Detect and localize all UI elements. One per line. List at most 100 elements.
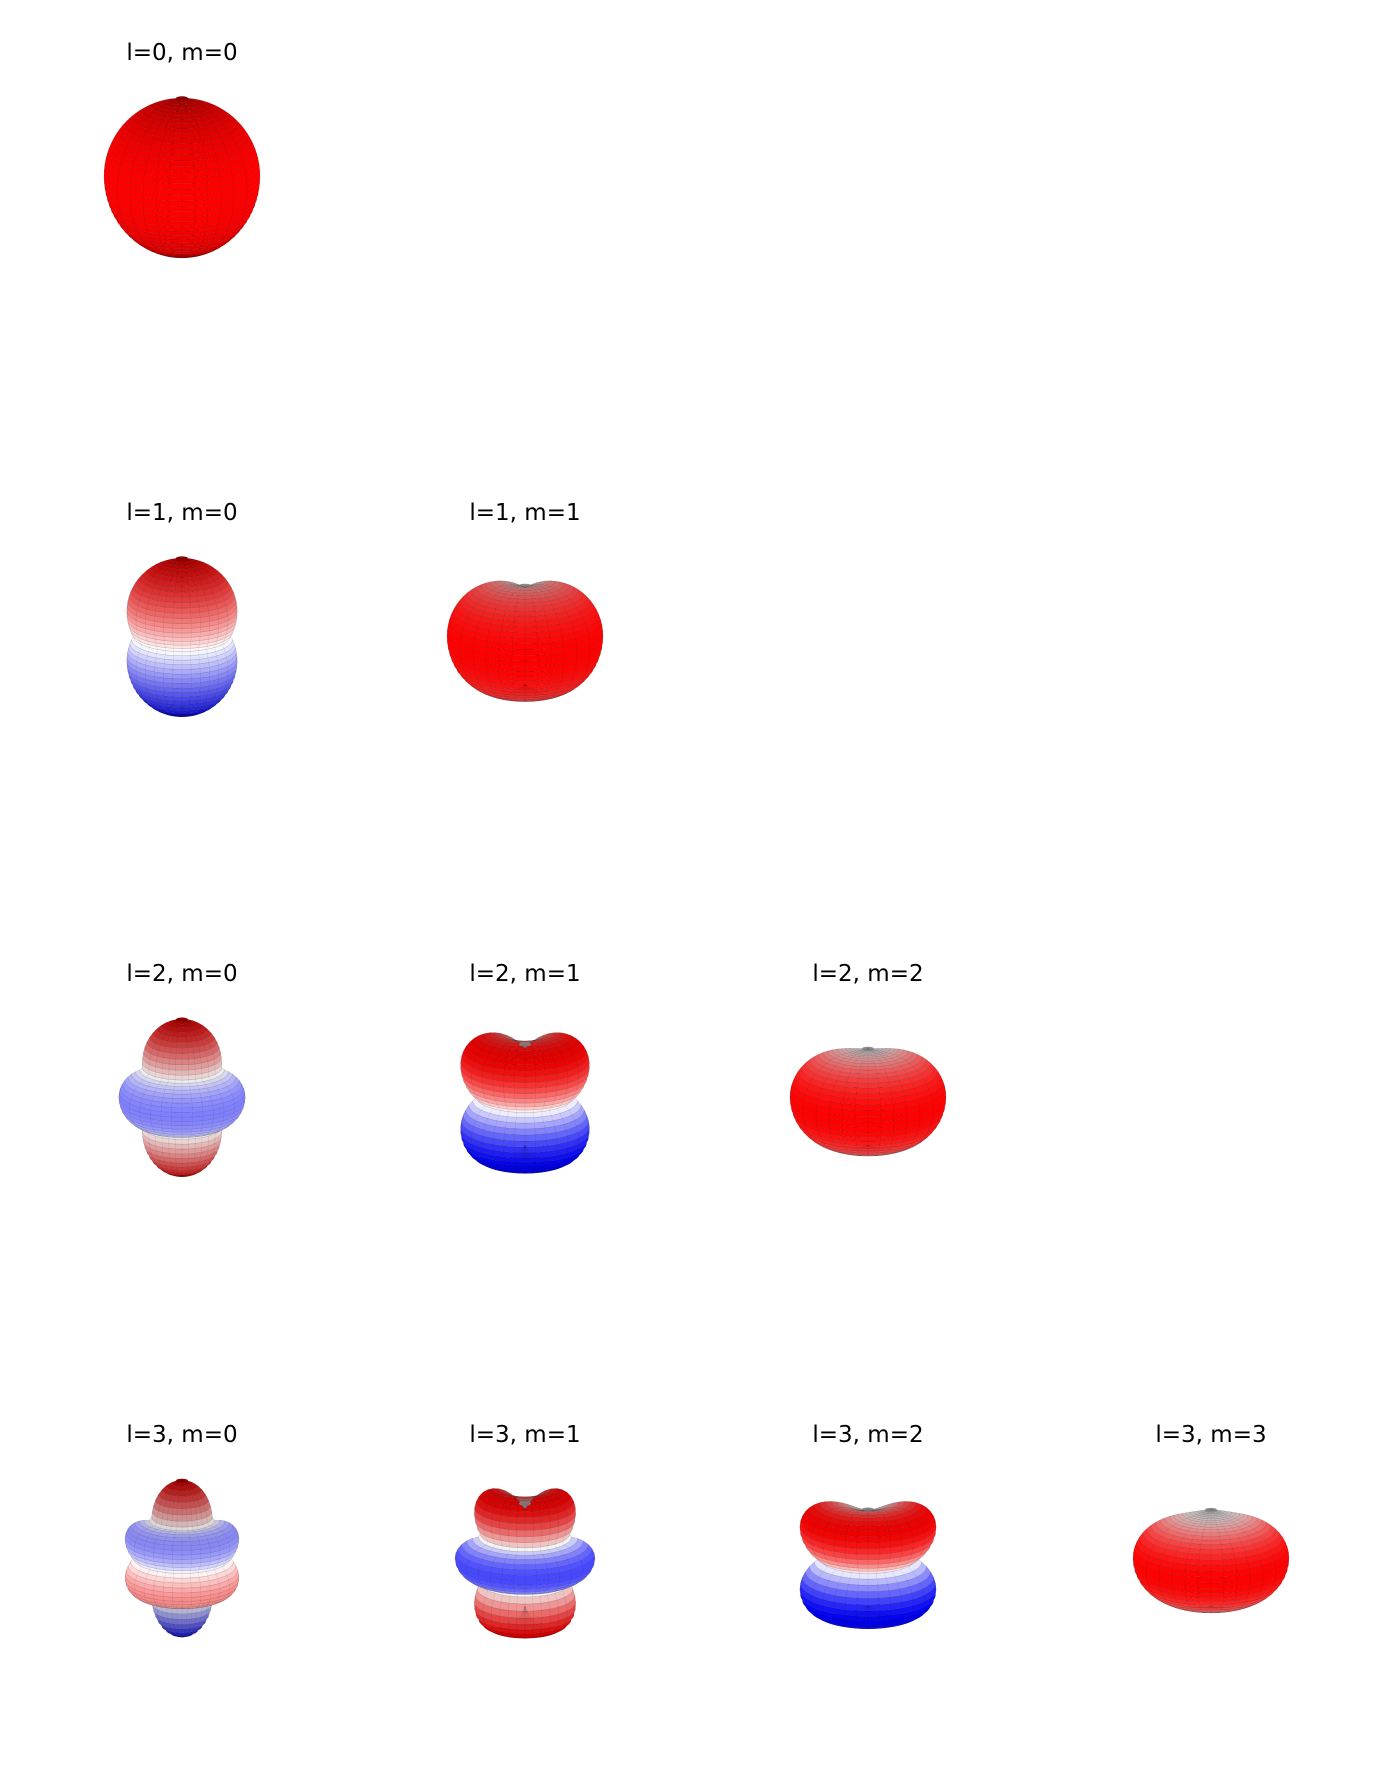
surface-meridian [181, 97, 222, 258]
harmonic-surface [789, 1046, 947, 1157]
surface-meridians [116, 97, 248, 259]
surface-band [474, 1595, 576, 1619]
surface-meridian [867, 1048, 921, 1153]
panel-l0-m0: l=0, m=0 [32, 18, 332, 398]
surface-band [472, 1536, 578, 1556]
harmonic-surface [126, 556, 238, 718]
surface-meridian [867, 1048, 908, 1155]
surface-meridian [867, 1507, 926, 1623]
surface-meridian [867, 1509, 891, 1629]
surface-meridian [181, 557, 192, 717]
surface-bands [789, 1046, 947, 1157]
panel-title: l=3, m=0 [126, 1422, 238, 1448]
surface-meridian [143, 1479, 183, 1637]
surface-bands [460, 1032, 590, 1174]
surface-meridian [472, 585, 526, 699]
surface-meridian [524, 1495, 561, 1637]
surface-band [506, 1034, 544, 1043]
surface-meridian [181, 97, 235, 257]
panel-l3-m1: l=3, m=1 [375, 1400, 675, 1780]
surface-meridian [155, 97, 183, 258]
surface-band [498, 1488, 552, 1498]
panel-title: l=1, m=0 [126, 500, 238, 526]
panel-title: l=3, m=1 [469, 1422, 581, 1448]
panel-l1-m1: l=1, m=1 [375, 478, 675, 858]
surface-bands [1132, 1507, 1290, 1614]
surface-cap [176, 556, 188, 561]
surface-meridian [524, 1038, 569, 1171]
surface-meridian [524, 1040, 536, 1174]
surface-meridian [1210, 1509, 1277, 1608]
panel-title: l=0, m=0 [126, 40, 238, 66]
surface-band [474, 1601, 576, 1625]
surface-bands [126, 556, 238, 718]
surface-bands [103, 96, 261, 259]
surface-meridian [153, 1479, 183, 1638]
surface-meridians [134, 1479, 230, 1638]
surface-meridian [172, 1479, 183, 1638]
surface-meridian [181, 1479, 211, 1638]
surface-meridian [181, 1479, 221, 1637]
surface-cap [176, 1017, 188, 1022]
surface-meridian [524, 1037, 579, 1168]
surface-meridians [810, 1507, 926, 1629]
surface-meridian [481, 1038, 526, 1171]
surface-meridian [181, 1479, 230, 1637]
surface-meridian [139, 1018, 183, 1177]
surface-meridian [181, 1479, 192, 1638]
surface-meridian [802, 1048, 869, 1151]
surface-meridian [181, 1018, 204, 1177]
harmonic-surface [454, 1488, 596, 1639]
surface-meridian [181, 1018, 235, 1176]
surface-meridian [845, 1509, 869, 1629]
surface-meridian [172, 557, 183, 717]
surface-meridian [524, 585, 552, 702]
surface-meridian [514, 1040, 526, 1174]
surface-meridian [867, 1509, 903, 1628]
panel-l2-m2: l=2, m=2 [718, 939, 1018, 1319]
surface-meridian [154, 557, 183, 717]
panel-l3-m0: l=3, m=0 [32, 1400, 332, 1780]
surface-meridian [181, 1018, 225, 1177]
surface-meridian [171, 1018, 183, 1178]
surface-meridian [524, 585, 578, 699]
surface-meridian [492, 1039, 526, 1172]
surface-meridian [181, 97, 248, 256]
harmonic-surface [124, 1478, 240, 1638]
surface-meridian [134, 1479, 183, 1637]
surface-cap [1205, 1507, 1217, 1512]
surface-meridian [856, 1509, 869, 1629]
surface-meridian [867, 1508, 914, 1626]
surface-cap [862, 1507, 874, 1512]
surface-meridian [489, 1495, 526, 1637]
panel-l2-m1: l=2, m=1 [375, 939, 675, 1319]
surface-meridian [478, 1494, 526, 1636]
surface-meridian [485, 585, 526, 701]
panel-l3-m3: l=3, m=3 [1061, 1400, 1361, 1780]
surface-meridians [1145, 1509, 1277, 1613]
panel-l1-m0: l=1, m=0 [32, 478, 332, 858]
surface-meridian [524, 586, 539, 702]
surface-meridian [181, 557, 229, 716]
surface-meridian [1145, 1509, 1212, 1608]
panel-l3-m2: l=3, m=2 [718, 1400, 1018, 1780]
surface-meridian [867, 1048, 895, 1156]
surface-meridian [1171, 1509, 1212, 1612]
surface-meridian [181, 1018, 214, 1177]
surface-meridian [854, 1048, 869, 1157]
surface-meridians [129, 1018, 235, 1178]
surface-cap [519, 583, 531, 588]
surface-band [501, 1033, 549, 1042]
surface-meridian [163, 557, 183, 717]
surface-meridians [135, 557, 229, 717]
surface-meridian [524, 1496, 549, 1638]
surface-bands [446, 580, 604, 702]
surface-meridian [841, 1048, 869, 1156]
surface-meridian [1210, 1509, 1225, 1613]
surface-meridians [459, 584, 591, 702]
surface-meridian [181, 97, 196, 259]
surface-bands [454, 1488, 596, 1639]
surface-meridian [524, 584, 591, 697]
surface-meridian [129, 1018, 183, 1176]
